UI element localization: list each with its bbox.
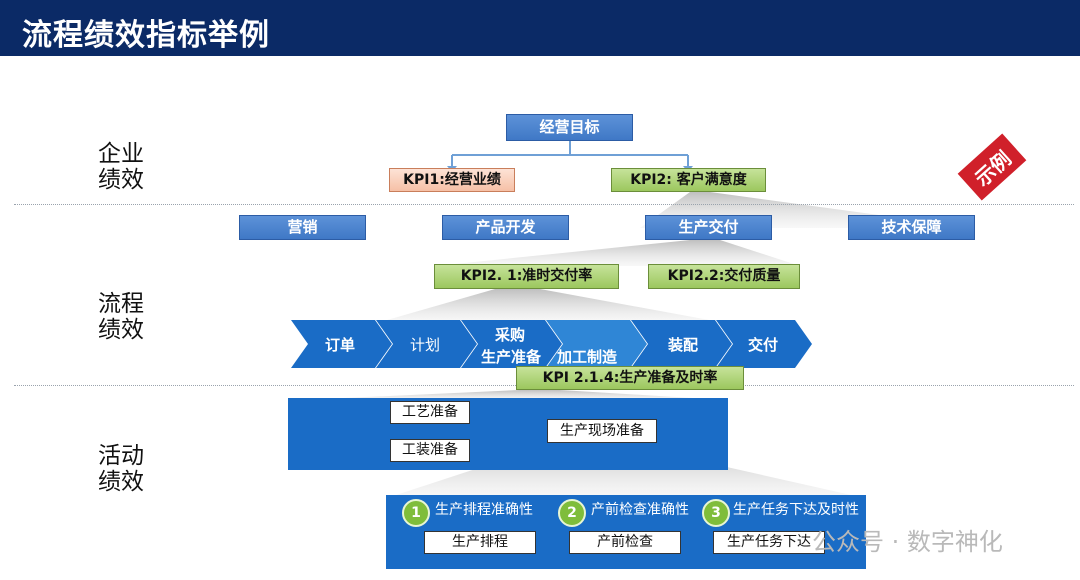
goal-connector bbox=[451, 140, 689, 168]
sample-stamp bbox=[957, 133, 1027, 201]
activity-panel bbox=[288, 398, 728, 470]
flow-label-deliver: 交付 bbox=[747, 336, 778, 354]
flow-label-machining: 加工制造 bbox=[556, 348, 617, 366]
flow-label-assembly: 装配 bbox=[667, 336, 698, 354]
level-process: 流程 绩效 bbox=[98, 291, 144, 343]
goal-box: 经营目标 bbox=[506, 114, 633, 141]
activity-tooling-prep: 工装准备 bbox=[390, 439, 470, 462]
page-title: 流程绩效指标举例 bbox=[22, 18, 270, 53]
level-enterprise: 企业 绩效 bbox=[98, 141, 144, 193]
fan-kpi21 bbox=[380, 289, 720, 322]
flow-chevron-3 bbox=[461, 320, 562, 368]
subact-task-release: 生产任务下达 bbox=[713, 531, 825, 554]
title-bar: 流程绩效指标举例 bbox=[0, 0, 1080, 56]
subkpi-2-label: 产前检查准确性 bbox=[591, 502, 689, 518]
kpi2-box: KPI2: 客户满意度 bbox=[611, 168, 766, 192]
level-activity: 活动 绩效 bbox=[98, 443, 144, 495]
subkpi-3-label: 生产任务下达及时性 bbox=[733, 502, 859, 518]
process-flow bbox=[291, 320, 812, 368]
subkpi-1-number: 1 bbox=[402, 499, 430, 527]
fan-delivery bbox=[435, 240, 800, 266]
flow-label-plan: 计划 bbox=[409, 336, 440, 354]
process-product-dev: 产品开发 bbox=[442, 215, 569, 240]
flow-label-purchase: 采购 bbox=[494, 326, 525, 344]
kpi22-box: KPI2.2:交付质量 bbox=[648, 264, 800, 289]
subkpi-3-number: 3 bbox=[702, 499, 730, 527]
process-marketing: 营销 bbox=[239, 215, 366, 240]
flow-label-order: 订单 bbox=[324, 336, 355, 354]
kpi214-box: KPI 2.1.4:生产准备及时率 bbox=[516, 366, 744, 390]
process-tech-support: 技术保障 bbox=[848, 215, 975, 240]
separator-1 bbox=[14, 204, 1074, 205]
flow-chevron-2 bbox=[376, 320, 477, 368]
fan-kpi214 bbox=[300, 390, 725, 400]
activity-site-prep: 生产现场准备 bbox=[547, 419, 657, 443]
flow-chevron-6 bbox=[716, 320, 812, 368]
subact-scheduling: 生产排程 bbox=[424, 531, 536, 554]
subact-pre-inspection: 产前检查 bbox=[569, 531, 681, 554]
process-delivery: 生产交付 bbox=[645, 215, 772, 240]
watermark: 公众号 · 数字神化 bbox=[812, 528, 1003, 556]
kpi21-box: KPI2. 1:准时交付率 bbox=[434, 264, 619, 289]
flow-chevron-4 bbox=[546, 320, 647, 368]
flow-chevron-5 bbox=[631, 320, 732, 368]
subkpi-1-label: 生产排程准确性 bbox=[435, 502, 533, 518]
kpi1-box: KPI1:经营业绩 bbox=[389, 168, 515, 192]
subkpi-2-number: 2 bbox=[558, 499, 586, 527]
fan-site bbox=[390, 443, 860, 497]
flow-chevron-1 bbox=[291, 320, 392, 368]
flow-label-prep: 生产准备 bbox=[480, 348, 541, 366]
activity-process-prep: 工艺准备 bbox=[390, 401, 470, 424]
